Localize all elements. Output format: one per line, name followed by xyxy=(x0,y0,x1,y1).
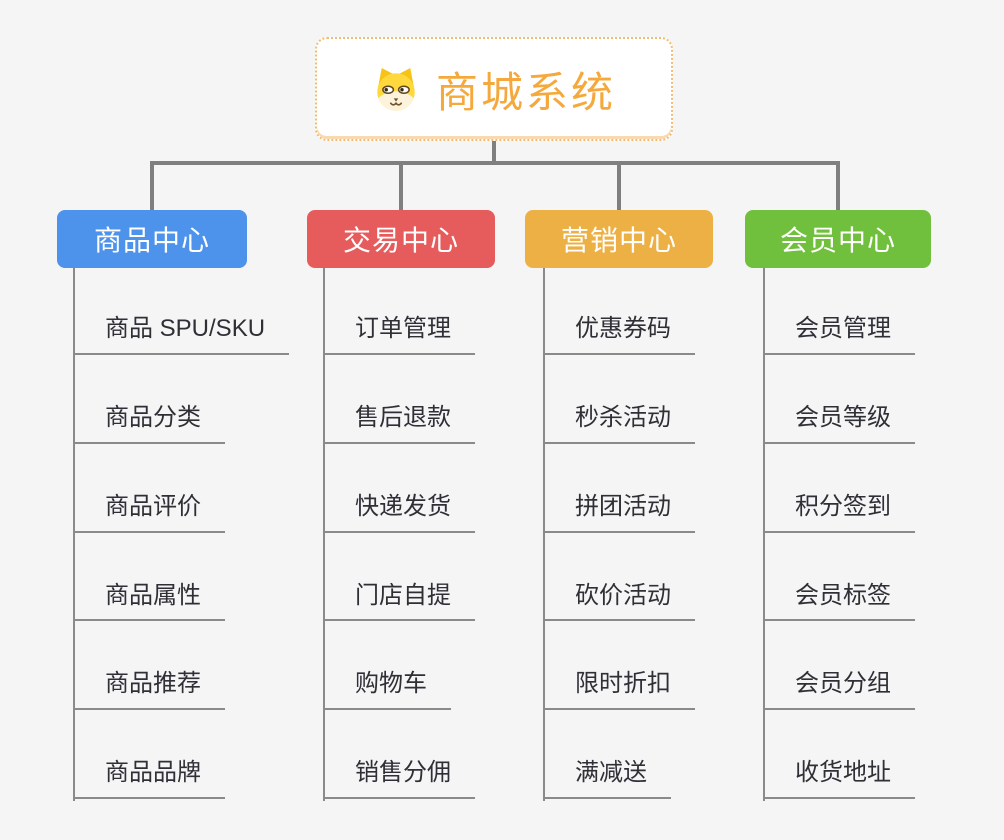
leaf-node[interactable]: 收货地址 xyxy=(763,710,915,799)
trunk-line xyxy=(323,268,325,801)
leaf-node[interactable]: 商品属性 xyxy=(73,533,289,622)
trunk-line xyxy=(543,268,545,801)
connector-drop-members xyxy=(836,161,840,210)
leaf-node[interactable]: 商品 SPU/SKU xyxy=(73,268,290,355)
leaf-column-marketing: 优惠券码 秒杀活动 拼团活动 砍价活动 限时折扣 满减送 xyxy=(543,268,695,801)
branch-product-center[interactable]: 商品中心 xyxy=(57,210,247,268)
connector-drop-marketing xyxy=(617,161,621,210)
leaf-column-members: 会员管理 会员等级 积分签到 会员标签 会员分组 收货地址 xyxy=(763,268,915,801)
leaf-node[interactable]: 商品品牌 xyxy=(73,710,289,799)
leaf-column-trade: 订单管理 售后退款 快递发货 门店自提 购物车 销售分佣 xyxy=(323,268,475,801)
trunk-line xyxy=(73,268,75,801)
root-topic-title: 商城系统 xyxy=(435,68,616,116)
leaf-node[interactable]: 积分签到 xyxy=(763,444,915,533)
leaf-node[interactable]: 秒杀活动 xyxy=(543,355,695,444)
leaf-node[interactable]: 优惠券码 xyxy=(543,268,695,355)
leaf-node[interactable]: 拼团活动 xyxy=(543,444,695,533)
leaf-node[interactable]: 会员标签 xyxy=(763,533,915,622)
leaf-node[interactable]: 订单管理 xyxy=(323,268,475,355)
branch-marketing-center[interactable]: 营销中心 xyxy=(525,210,713,268)
leaf-node[interactable]: 商品分类 xyxy=(73,355,289,444)
leaf-column-products: 商品 SPU/SKU 商品分类 商品评价 商品属性 商品推荐 商品品牌 xyxy=(73,268,290,801)
connector-drop-products xyxy=(150,161,154,210)
leaf-node[interactable]: 快递发货 xyxy=(323,444,475,533)
leaf-node[interactable]: 满减送 xyxy=(543,710,695,799)
dog-face-icon xyxy=(377,68,415,111)
leaf-node[interactable]: 会员管理 xyxy=(763,268,915,355)
trunk-line xyxy=(763,268,765,801)
leaf-node[interactable]: 限时折扣 xyxy=(543,621,695,711)
leaf-node[interactable]: 砍价活动 xyxy=(543,533,695,622)
leaf-node[interactable]: 会员等级 xyxy=(763,355,915,444)
leaf-node[interactable]: 商品评价 xyxy=(73,444,289,533)
connector-horizontal-bus xyxy=(150,161,840,165)
connector-root-stub xyxy=(492,141,496,163)
leaf-node[interactable]: 商品推荐 xyxy=(73,621,289,711)
connector-drop-trade xyxy=(399,161,403,210)
leaf-node[interactable]: 购物车 xyxy=(323,621,475,711)
leaf-node[interactable]: 门店自提 xyxy=(323,533,475,622)
root-topic[interactable]: 商城系统 xyxy=(315,37,673,141)
branch-label: 交易中心 xyxy=(342,225,459,256)
leaf-node[interactable]: 售后退款 xyxy=(323,355,475,444)
leaf-node[interactable]: 会员分组 xyxy=(763,621,915,711)
branch-label: 营销中心 xyxy=(560,225,677,256)
branch-label: 会员中心 xyxy=(779,225,896,256)
branch-member-center[interactable]: 会员中心 xyxy=(745,210,931,268)
branch-trade-center[interactable]: 交易中心 xyxy=(307,210,495,268)
branch-label: 商品中心 xyxy=(93,225,210,256)
leaf-node[interactable]: 销售分佣 xyxy=(323,710,475,799)
